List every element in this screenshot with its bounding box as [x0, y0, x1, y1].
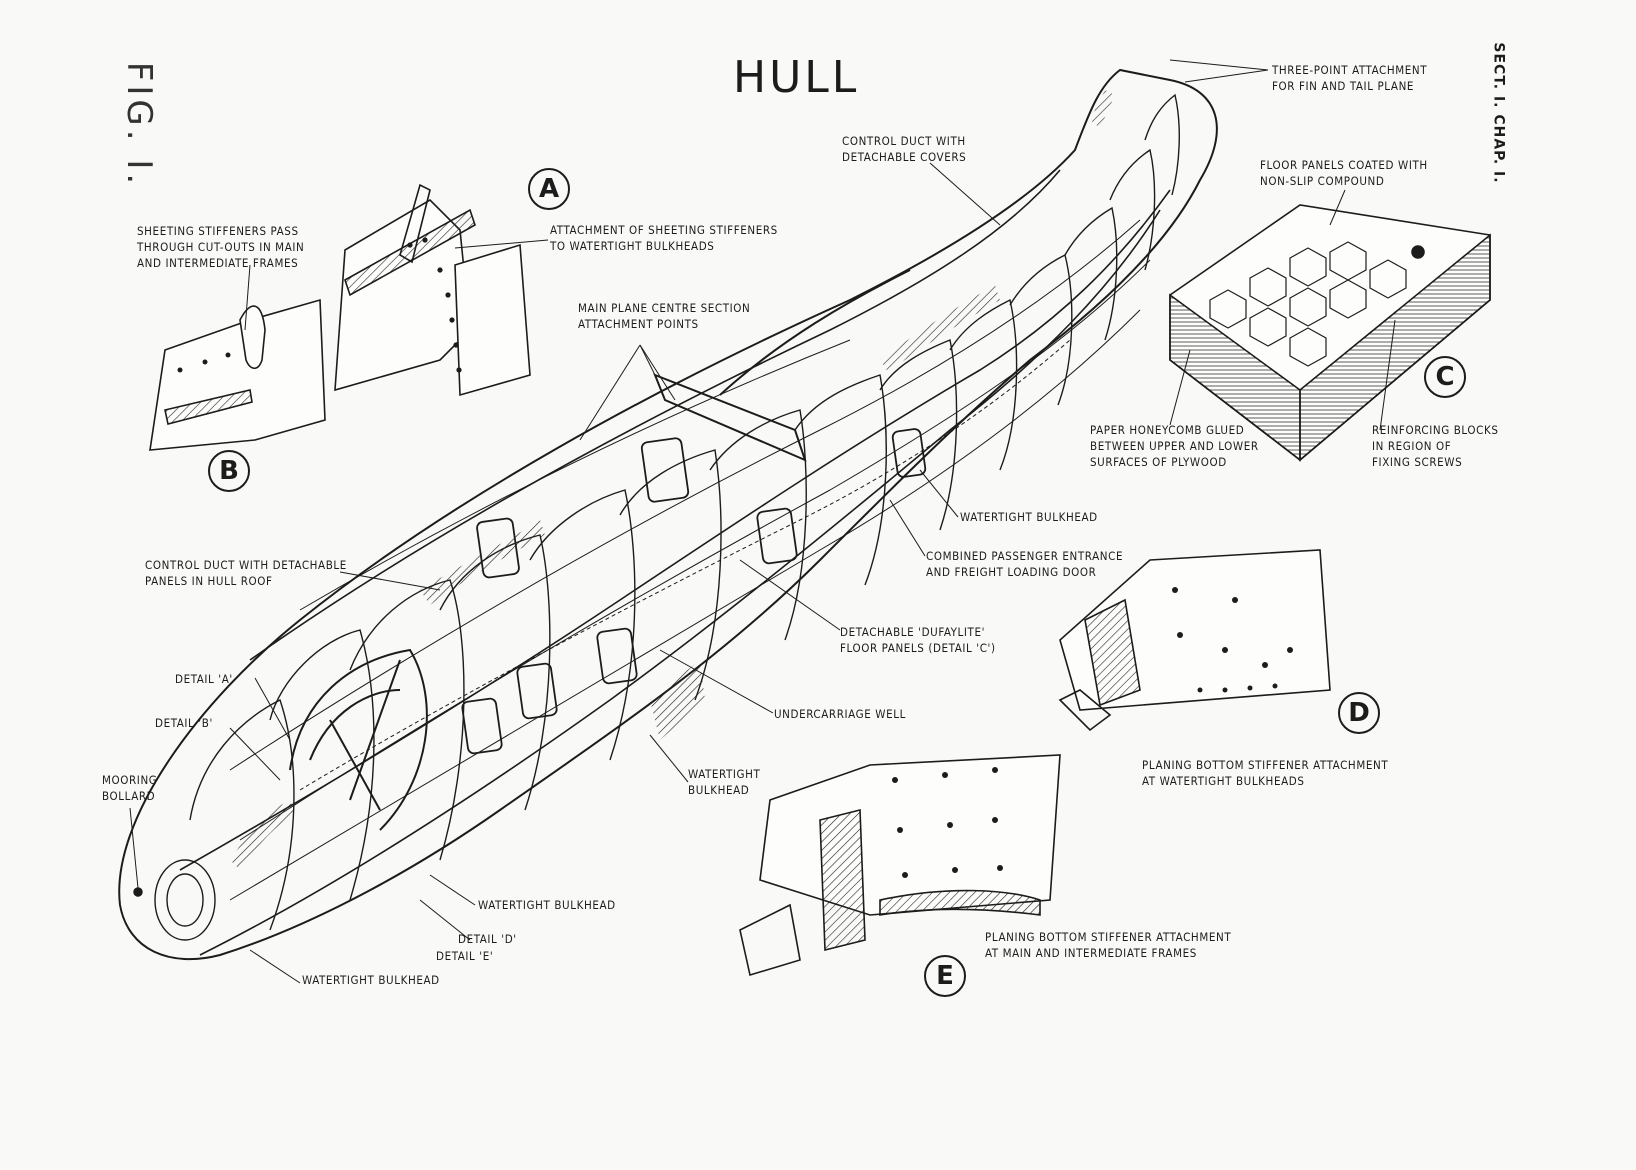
- label-detail-a: DETAIL 'A': [175, 672, 233, 686]
- label-planing-d: PLANING BOTTOM STIFFENER ATTACHMENT AT W…: [1142, 758, 1389, 788]
- detail-badge-c: C: [1424, 356, 1466, 398]
- label-three-point-attachment: THREE-POINT ATTACHMENT FOR FIN AND TAIL …: [1272, 63, 1428, 93]
- section-chapter-label: SECT. I. CHAP. I.: [1490, 42, 1507, 184]
- label-detail-e: DETAIL 'E': [436, 949, 494, 963]
- label-undercarriage: UNDERCARRIAGE WELL: [774, 707, 906, 721]
- label-sheeting-stiffeners: SHEETING STIFFENERS PASS THROUGH CUT-OUT…: [137, 224, 305, 270]
- wing-attachment: [653, 269, 911, 462]
- detail-a-drawing: [334, 183, 531, 397]
- label-mooring-bollard: MOORING BOLLARD: [102, 773, 158, 803]
- figure-number: FIG. I.: [119, 61, 160, 189]
- hull-stringers: [229, 219, 1151, 901]
- hull-frames: [189, 93, 1180, 931]
- detail-badge-a: A: [528, 168, 570, 210]
- cockpit-frame: [289, 648, 428, 831]
- label-planing-e: PLANING BOTTOM STIFFENER ATTACHMENT AT M…: [985, 930, 1232, 960]
- label-watertight-bulkhead-2: WATERTIGHT BULKHEAD: [688, 767, 761, 797]
- detail-b-drawing: [149, 298, 326, 451]
- hull-keel-line: [199, 209, 1161, 956]
- label-detail-d: DETAIL 'D': [458, 932, 517, 946]
- label-detachable-floor: DETACHABLE 'DUFAYLITE' FLOOR PANELS (DET…: [840, 625, 996, 655]
- label-watertight-bulkhead-4: WATERTIGHT BULKHEAD: [302, 973, 440, 987]
- detail-c-drawing: [1169, 204, 1491, 462]
- detail-d-drawing: [1058, 549, 1331, 732]
- label-attachment-sheeting: ATTACHMENT OF SHEETING STIFFENERS TO WAT…: [550, 223, 778, 253]
- hull-cut-edges: [230, 90, 1115, 870]
- label-main-plane: MAIN PLANE CENTRE SECTION ATTACHMENT POI…: [578, 301, 751, 331]
- floor-line: [299, 339, 1071, 791]
- label-control-duct-covers: CONTROL DUCT WITH DETACHABLE COVERS: [842, 134, 967, 164]
- detail-badge-d: D: [1338, 692, 1380, 734]
- label-watertight-bulkhead-3: WATERTIGHT BULKHEAD: [478, 898, 616, 912]
- label-watertight-bulkhead-1: WATERTIGHT BULKHEAD: [960, 510, 1098, 524]
- label-reinforcing-blocks: REINFORCING BLOCKS IN REGION OF FIXING S…: [1372, 423, 1499, 469]
- page-title: HULL: [733, 52, 860, 103]
- label-control-duct-panels: CONTROL DUCT WITH DETACHABLE PANELS IN H…: [145, 558, 347, 588]
- detail-e-drawing: [739, 754, 1061, 977]
- label-paper-honeycomb: PAPER HONEYCOMB GLUED BETWEEN UPPER AND …: [1090, 423, 1259, 469]
- label-detail-b: DETAIL 'B': [155, 716, 213, 730]
- hull-cutaway: [118, 68, 1218, 960]
- label-floor-panels: FLOOR PANELS COATED WITH NON-SLIP COMPOU…: [1260, 158, 1428, 188]
- leader-lines: [129, 59, 1396, 984]
- label-combined-passenger: COMBINED PASSENGER ENTRANCE AND FREIGHT …: [926, 549, 1124, 579]
- nose-details: [133, 859, 216, 941]
- detail-badge-b: B: [208, 450, 250, 492]
- hull-roof-line: [249, 169, 1061, 661]
- detail-badge-e: E: [924, 955, 966, 997]
- hull-chine-line: [179, 189, 1171, 871]
- hull-outline: [118, 68, 1218, 960]
